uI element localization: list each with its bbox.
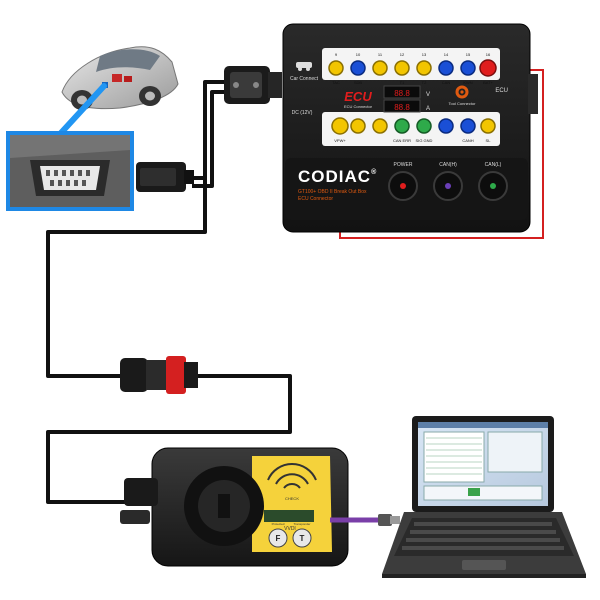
pin-t2[interactable] [416,60,432,76]
pin-t1[interactable] [394,60,410,76]
ecu-logo: ECU [344,89,372,104]
switch-label-canh: CAN(H) [439,162,457,168]
pin-num-10: 10 [356,52,361,57]
ecu-side-label: ECU [495,88,508,94]
button-t[interactable] [292,528,312,548]
pin-canh[interactable] [460,118,476,134]
obd-splitter [120,356,198,394]
pin-2[interactable] [350,118,366,134]
brand-name-text: CODIAC [298,167,371,186]
pin-label-canh: CANH [462,138,473,143]
pin-num-13: 13 [422,52,427,57]
gear-icon [455,85,469,99]
brand-name: CODIAC® [298,167,377,186]
pin-label-can: CAN [442,80,451,85]
obd-port-icon [6,131,134,211]
dc-label: DC (12V) [292,110,313,116]
pin-num-9: 9 [335,52,338,57]
button-f[interactable] [268,528,288,548]
programmer-screen [264,510,314,522]
pin-label-bat: BAT+ [483,80,493,85]
pin-label-sdb: SDB [354,80,363,85]
tool-connector-sub: Tool Connector [449,101,477,106]
pin-label-vpw: VPW+ [334,138,346,143]
display-bottom-value: 88.8 [394,103,410,112]
brand-mark: ® [371,168,377,176]
pin-num-15: 15 [466,52,471,57]
usb-cable [330,514,400,526]
pin-num-12: 12 [400,52,405,57]
pin-can[interactable] [438,60,454,76]
pin-label-sl: SL [486,138,492,143]
db-connector [224,66,282,104]
pin-6[interactable] [438,118,454,134]
pin-can-err[interactable] [394,118,410,134]
model-line-1: GT100+ OBD II Break Out Box [298,189,367,195]
button-f-label: F [276,534,281,543]
car-connect-icon [296,62,312,71]
switch-canh[interactable] [433,171,463,201]
obd-connector [136,162,194,192]
car-connect-label: Car Connect [290,76,319,82]
pin-sdb[interactable] [350,60,366,76]
obd-cable [46,80,292,504]
pin-num-14: 14 [444,52,449,57]
pin-sl[interactable] [480,118,496,134]
display-top-value: 88.8 [394,89,410,98]
breakout-box [282,23,538,233]
ecu-port [528,74,538,114]
pin-label-sig-gnd: SIG GND [416,138,433,143]
button-t-label: T [300,534,305,543]
pin-num-16: 16 [486,52,491,57]
pin-label-can-err: CAN ERR [393,138,411,143]
pin-label-t2: T2 [422,80,427,85]
pin-tac[interactable] [328,60,344,76]
model-line-2: ECU Connector [298,196,333,202]
pin-3[interactable] [372,118,388,134]
programmer-brand: VVDI [284,526,296,532]
unit-a: A [426,106,430,112]
dc-label-text: DC (12V) [292,110,313,116]
pin-bat[interactable] [479,59,497,77]
voltage-display [383,85,421,99]
pin-sig-gnd[interactable] [416,118,432,134]
bottom-pin-row [331,117,496,135]
pin-label-t1: T1 [400,80,405,85]
pin-vpw[interactable] [331,117,349,135]
current-display [383,99,421,113]
top-pin-row [328,59,497,77]
pin-label-tac: TAC [332,80,340,85]
laptop-icon [382,416,586,578]
ecu-connector-sub: ECU Connector [344,104,373,109]
switch-label-canl: CAN(L) [485,162,502,168]
car-icon [61,46,179,110]
label-transponder: Transponder [294,522,311,526]
pin-kwn[interactable] [460,60,476,76]
switch-label-power: POWER [394,162,413,168]
switch-power[interactable] [388,171,418,201]
pointer-line [57,83,107,137]
pin-label-kwn: KWN [463,80,472,85]
unit-v: V [426,92,430,98]
key-programmer [120,447,349,567]
pin-num-11: 11 [378,52,383,57]
programmer-check-label: CHECK [285,496,299,501]
pin-11[interactable] [372,60,388,76]
label-protected: Protected [272,522,285,526]
switch-canl[interactable] [478,171,508,201]
